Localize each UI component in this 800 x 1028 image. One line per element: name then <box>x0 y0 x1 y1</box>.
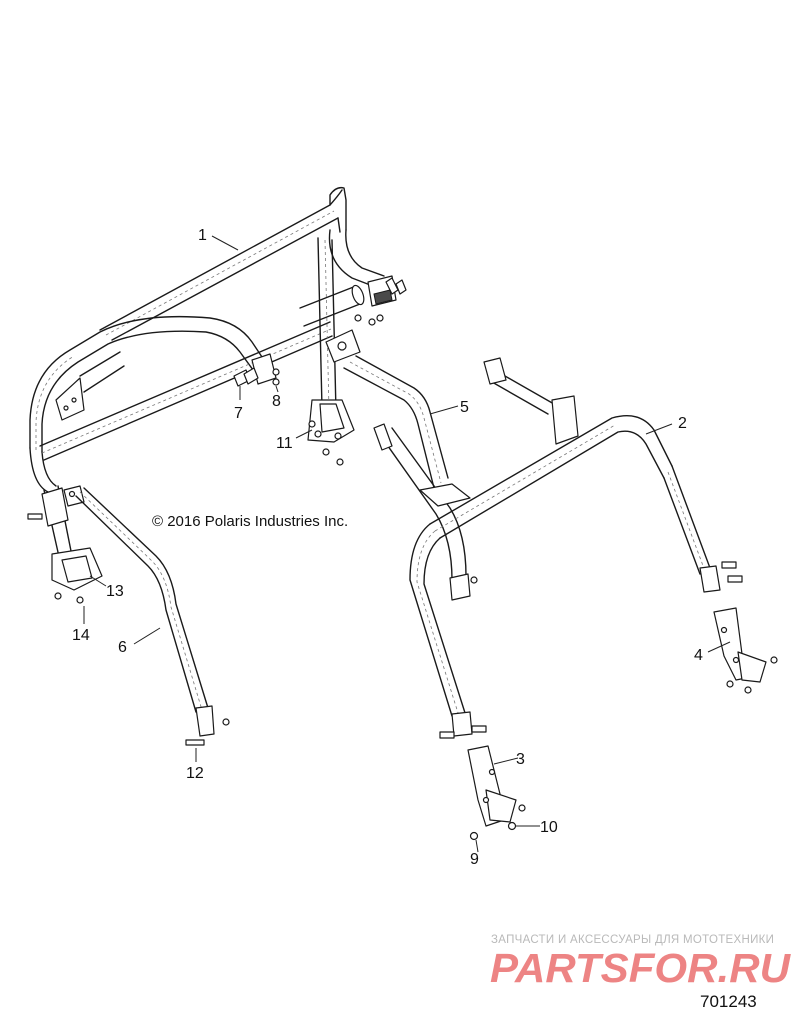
callout-3: 3 <box>516 751 525 768</box>
part-4-foot-bracket <box>713 607 767 683</box>
part-5-diagonal-brace <box>325 329 478 601</box>
callout-4: 4 <box>694 647 703 664</box>
watermark-logo: PARTSFOR.RU <box>490 945 791 990</box>
callout-labels: 1 2 3 4 5 6 7 8 9 10 11 12 13 14 <box>72 227 703 868</box>
callout-2: 2 <box>678 415 687 432</box>
leader-lines <box>83 235 731 853</box>
callout-5: 5 <box>460 399 469 416</box>
callout-1: 1 <box>198 227 207 244</box>
watermark-logo-text: PARTSFOR.RU <box>490 945 791 990</box>
callout-7: 7 <box>234 405 243 422</box>
callout-12: 12 <box>186 765 204 782</box>
part-1-front-roll-bar <box>29 186 407 571</box>
callout-10: 10 <box>540 819 558 836</box>
fasteners <box>27 314 778 841</box>
part-2-rear-roll-bar <box>409 357 743 739</box>
copyright-notice: © 2016 Polaris Industries Inc. <box>152 513 349 530</box>
callout-11: 11 <box>276 435 293 452</box>
part-11-mount-bracket <box>307 399 355 466</box>
callout-13: 13 <box>106 583 124 600</box>
callout-14: 14 <box>72 627 90 644</box>
watermark-caption: ЗАПЧАСТИ И АКСЕССУАРЫ ДЛЯ МОТОТЕХНИКИ <box>491 934 775 946</box>
diagram-id: 701243 <box>700 992 757 1011</box>
callout-6: 6 <box>118 639 127 656</box>
part-3-foot-bracket <box>467 745 517 827</box>
callout-9: 9 <box>470 851 479 868</box>
part-13-mount-bracket <box>51 547 103 591</box>
callout-8: 8 <box>272 393 281 410</box>
